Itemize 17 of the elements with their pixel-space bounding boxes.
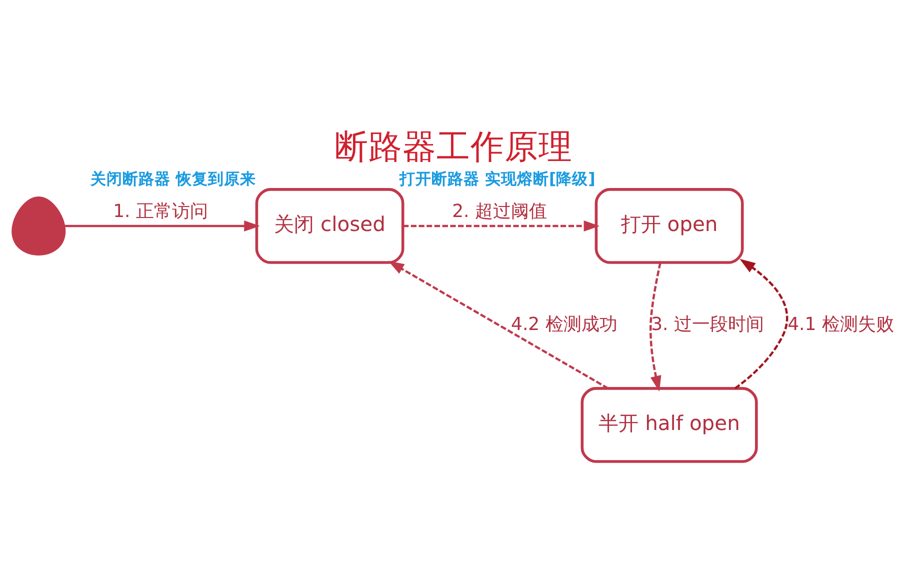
node-label: 关闭断路器 恢复到原来 [90,168,256,188]
edge-label: 4.1 检测失败 [788,313,894,334]
diagram-title: 断路器工作原理 [334,126,572,166]
node-person [12,196,66,255]
edge-label: 1. 正常访问 [113,200,208,222]
node-box: 关闭 closed [255,188,404,264]
arrow [734,258,788,389]
node-box: 半开 half open [580,386,758,462]
arrow [64,220,260,231]
arrow [403,220,600,231]
edge-label: 2. 超过阈值 [452,200,547,222]
node-label: 打开断路器 实现熔断[降级] [399,168,596,188]
arrow [649,262,662,392]
node-box: 打开 open [594,188,744,264]
edge-label: 4.2 检测成功 [511,313,618,334]
arrow [388,260,609,389]
edge-label: 3. 过一段时间 [651,313,764,334]
